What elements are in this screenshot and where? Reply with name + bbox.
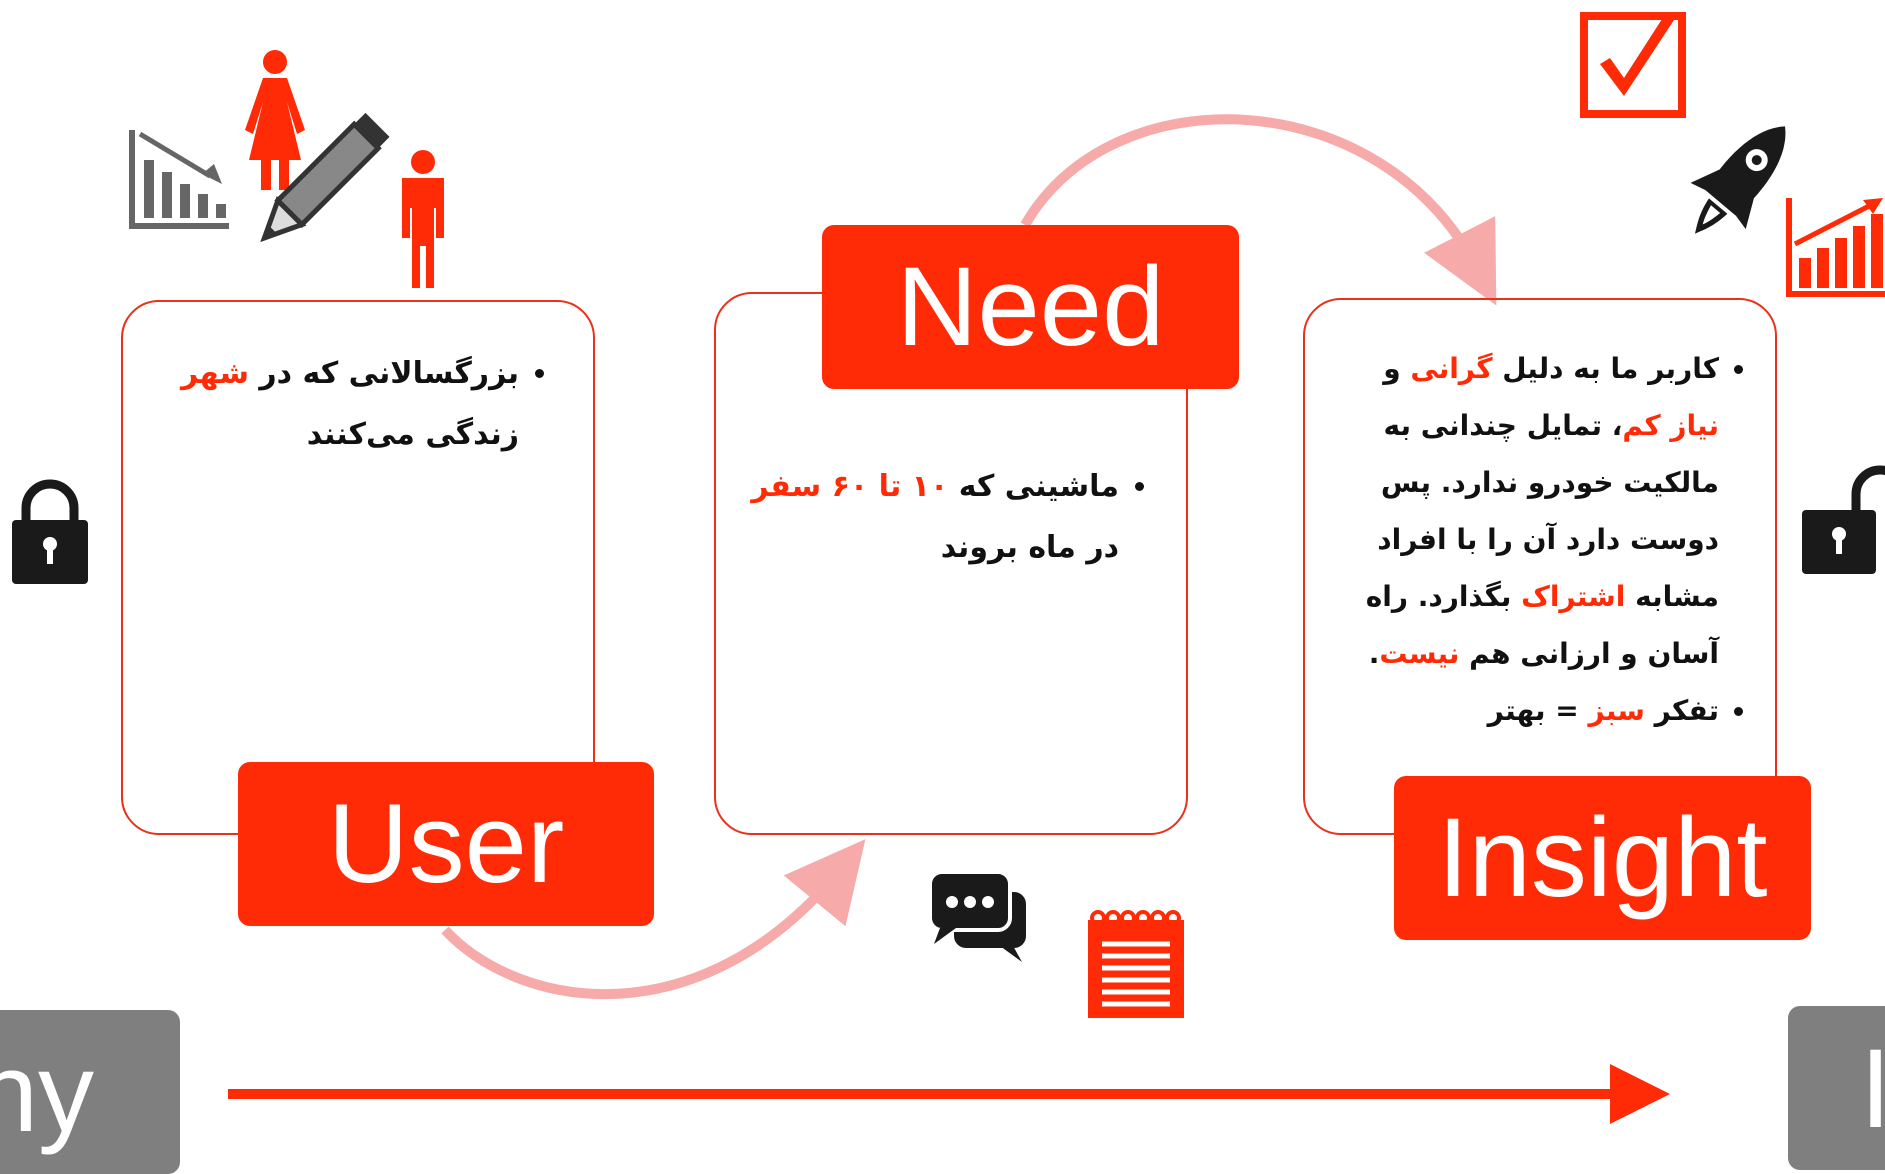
right-side-tab: I <box>1788 1006 1885 1170</box>
man-icon <box>402 150 444 288</box>
notepad-icon <box>1088 910 1184 1018</box>
arc-need-to-insight <box>1020 114 1497 306</box>
insight-card-text: کاربر ما به دلیل گرانی و نیاز کم، تمایل … <box>1345 340 1745 739</box>
need-bullet: ماشینی که ۱۰ تا ۶۰ سفر در ماه بروند <box>745 456 1119 578</box>
insight-bullet-1: کاربر ما به دلیل گرانی و نیاز کم، تمایل … <box>1345 340 1719 682</box>
insight-label: Insight <box>1394 776 1811 940</box>
rocket-icon <box>1690 126 1786 234</box>
woman-icon <box>245 50 305 190</box>
padlock-closed-icon <box>12 479 88 584</box>
left-side-tab-text: hy <box>0 1029 94 1155</box>
pencil-icon <box>260 112 390 243</box>
user-label: User <box>238 762 654 926</box>
right-side-tab-text: I <box>1860 1025 1885 1151</box>
insight-bullet-2: تفکر سبز = بهتر <box>1345 682 1719 739</box>
user-card-text: بزرگسالانی که در شهر زندگی می‌کنند <box>155 343 545 465</box>
padlock-open-icon <box>1802 465 1885 574</box>
arc-user-to-need <box>441 839 866 1000</box>
declining-chart-icon <box>129 130 229 229</box>
need-card-text: ماشینی که ۱۰ تا ۶۰ سفر در ماه بروند <box>745 456 1145 578</box>
growth-chart-icon <box>1786 198 1885 297</box>
need-label: Need <box>822 225 1239 389</box>
chat-bubbles-icon <box>928 870 1026 962</box>
left-side-tab: hy <box>0 1010 180 1174</box>
checkbox-icon <box>1580 12 1686 118</box>
user-bullet: بزرگسالانی که در شهر زندگی می‌کنند <box>155 343 519 465</box>
